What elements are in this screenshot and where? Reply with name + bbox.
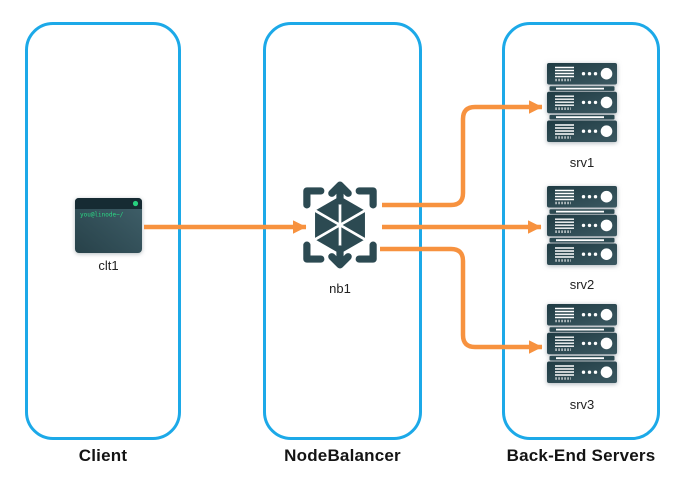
server-icon-srv3 xyxy=(547,304,617,383)
group-label-backend: Back-End Servers xyxy=(506,446,656,465)
nb-arrow-downleft xyxy=(303,241,325,263)
nb-arrow-up-head xyxy=(328,181,352,197)
node-label-srv1: srv1 xyxy=(569,155,595,170)
node-label-srv2: srv2 xyxy=(569,277,595,292)
server-icon-srv2 xyxy=(547,186,617,265)
nb-arrow-down-head xyxy=(328,253,352,269)
group-label-nodebalancer: NodeBalancer xyxy=(284,446,401,465)
terminal-prompt-text: you@linode~/ xyxy=(80,212,124,219)
terminal-titlebar xyxy=(75,198,142,209)
node-label-nb1: nb1 xyxy=(329,281,351,296)
nb-arrow-upright xyxy=(355,187,377,209)
node-label-clt1: clt1 xyxy=(98,258,119,273)
terminal-icon: you@linode~/ xyxy=(75,198,142,253)
terminal-status-dot xyxy=(132,200,139,207)
server-icon-srv1 xyxy=(547,63,617,142)
nb-arrow-upleft xyxy=(303,187,325,209)
nodebalancer-icon xyxy=(303,181,377,269)
node-label-srv3: srv3 xyxy=(569,397,595,412)
nb-arrow-downright xyxy=(355,241,377,263)
group-label-client: Client xyxy=(78,446,128,465)
